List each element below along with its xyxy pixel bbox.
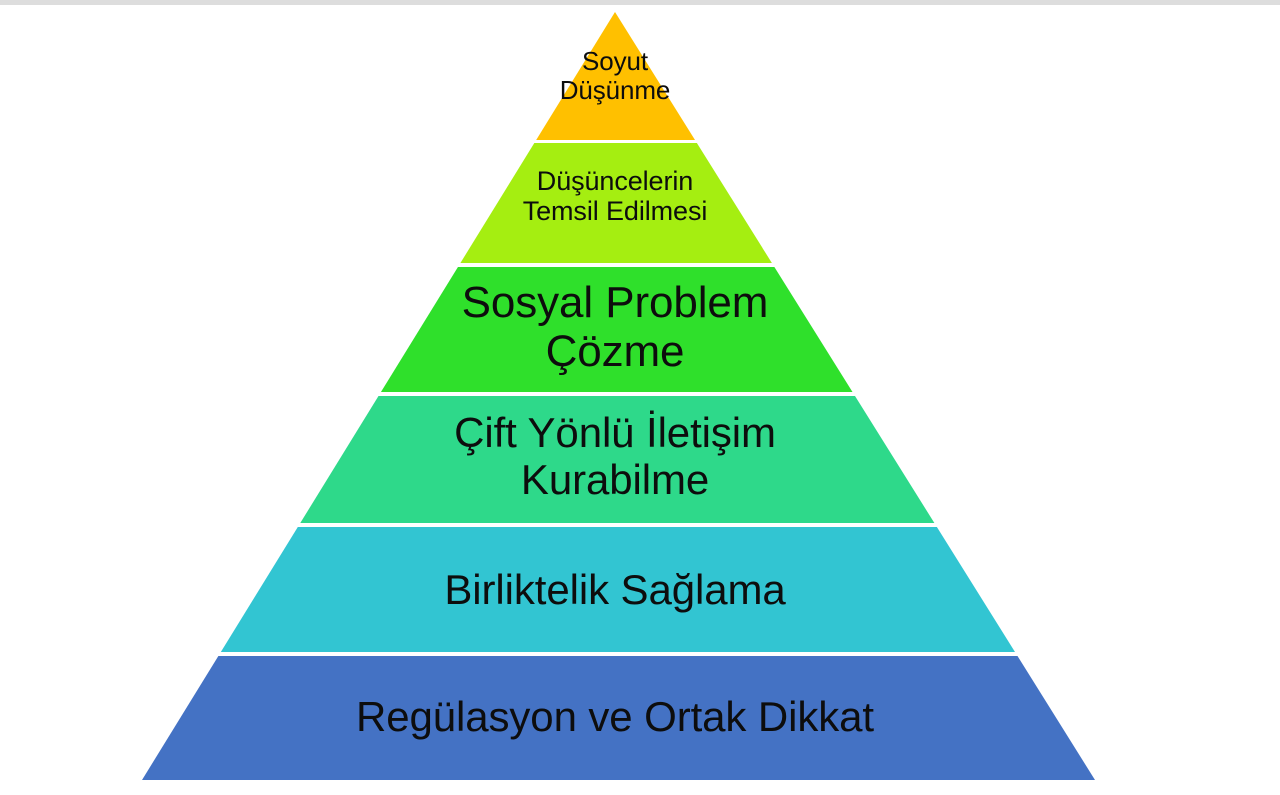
top-gray-band: [0, 0, 1280, 5]
pyramid-tier-3[interactable]: [380, 267, 853, 392]
pyramid-tier-1[interactable]: [536, 12, 695, 140]
pyramid-tier-2[interactable]: [460, 143, 772, 263]
pyramid-tier-5[interactable]: [220, 527, 1015, 652]
pyramid-tier-6[interactable]: [142, 656, 1095, 780]
pyramid-tier-4[interactable]: [300, 396, 935, 523]
